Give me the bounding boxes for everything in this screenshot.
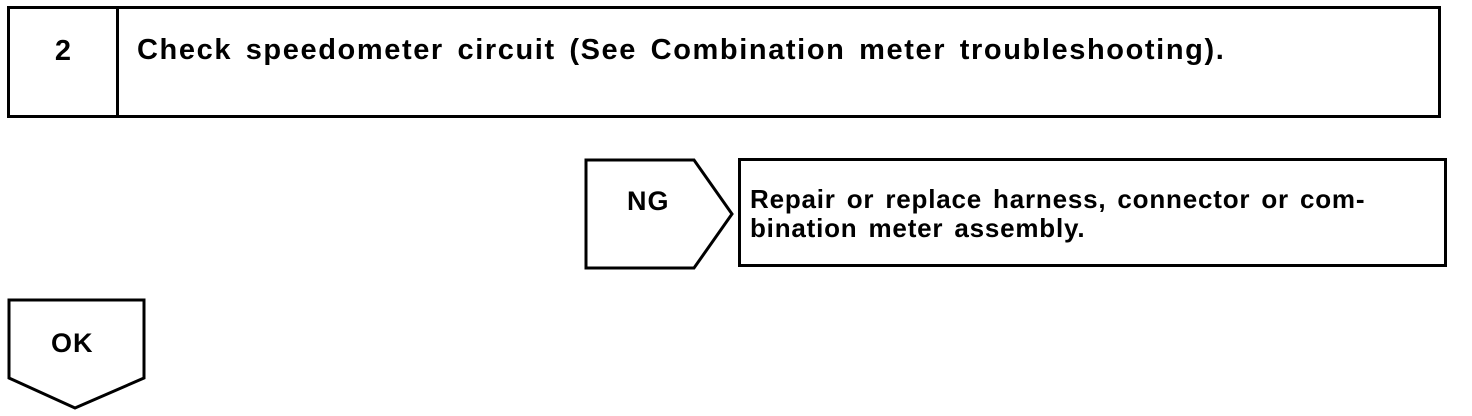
step-box: 2 Check speedometer circuit (See Combina… [7, 6, 1441, 118]
step-number: 2 [54, 35, 72, 67]
step-title: Check speedometer circuit (See Combinati… [137, 34, 1226, 66]
step-number-cell: 2 [10, 9, 119, 115]
ng-result-box: Repair or replace harness, connector or … [738, 158, 1447, 267]
ng-arrow-shape [584, 158, 734, 270]
ok-arrow-shape [7, 298, 146, 410]
ng-label: NG [627, 186, 670, 216]
ok-label: OK [51, 328, 94, 358]
ng-result-text: Repair or replace harness, connector or … [750, 184, 1366, 243]
